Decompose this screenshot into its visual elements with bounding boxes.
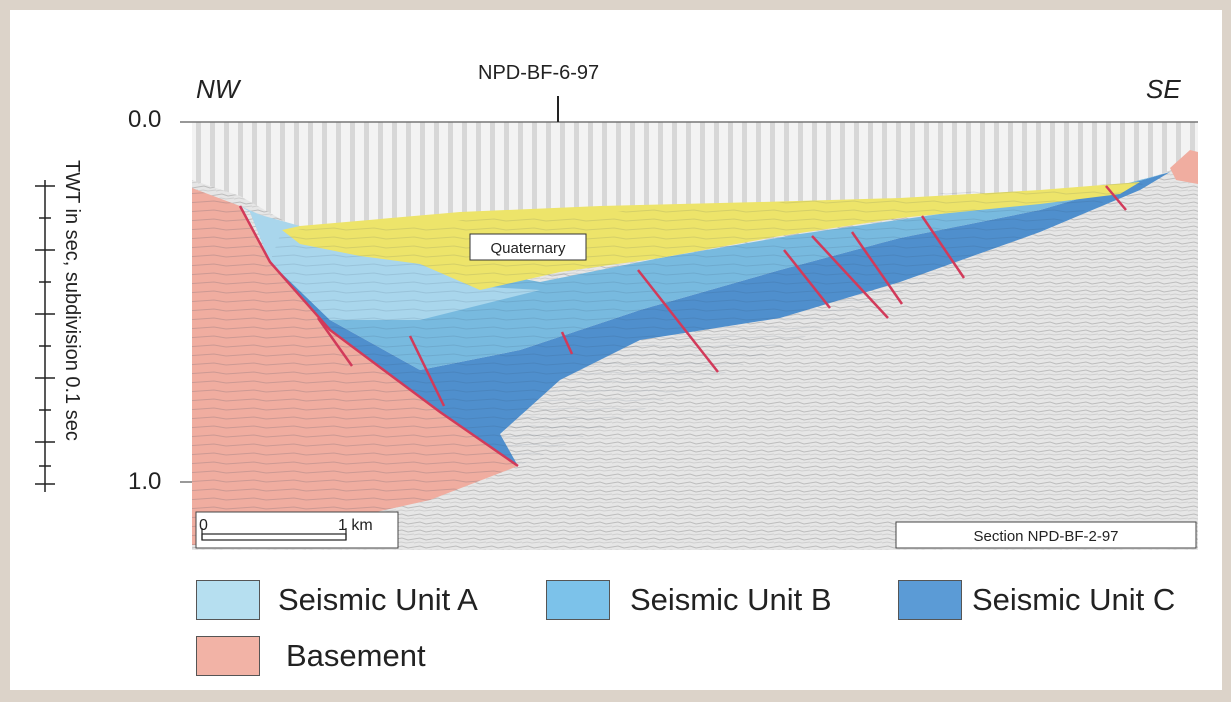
legend-label-unit-a: Seismic Unit A: [278, 582, 478, 617]
twt-scale-bar: [35, 180, 55, 492]
twt-axis-label: TWT in sec, subdivision 0.1 sec: [61, 160, 83, 441]
water-column: [192, 122, 1198, 230]
fault-line: [783, 249, 831, 309]
fault-line: [850, 231, 904, 305]
legend-swatch-basement: [196, 636, 260, 676]
section-label-box: [895, 521, 1197, 549]
quaternary-label-box: [469, 233, 587, 261]
fault-line: [560, 331, 574, 355]
twt-tick-1: 1.0: [128, 468, 162, 495]
scale-zero-label: 0: [199, 517, 208, 534]
twt-tick-0: 0.0: [128, 106, 162, 133]
fault-line: [1105, 185, 1127, 211]
legend-label-unit-c: Seismic Unit C: [972, 582, 1176, 617]
fault-line: [637, 269, 719, 373]
fault-line: [408, 335, 446, 407]
fault-line: [811, 235, 889, 319]
legend-swatch-unit-c: [898, 580, 962, 620]
scale-bar-box: [195, 511, 399, 549]
legend-label-unit-b: Seismic Unit B: [630, 582, 832, 617]
section-label: Section NPD-BF-2-97: [973, 528, 1118, 545]
quaternary-label: Quaternary: [490, 240, 566, 257]
basement-outcrop-se: [1170, 150, 1198, 184]
legend-swatch-unit-b: [546, 580, 610, 620]
direction-se-label: SE: [1146, 74, 1181, 104]
scale-km-label: 1 km: [338, 517, 373, 534]
well-label: NPD-BF-6-97: [478, 62, 600, 84]
fault-line: [316, 317, 354, 367]
scale-bar: [201, 533, 347, 541]
legend-swatch-unit-a: [196, 580, 260, 620]
legend-label-basement: Basement: [286, 638, 426, 673]
faults: [316, 185, 1127, 407]
basement-boundary-fault: [238, 205, 519, 468]
direction-nw-label: NW: [196, 74, 240, 104]
fault-line: [920, 215, 966, 279]
